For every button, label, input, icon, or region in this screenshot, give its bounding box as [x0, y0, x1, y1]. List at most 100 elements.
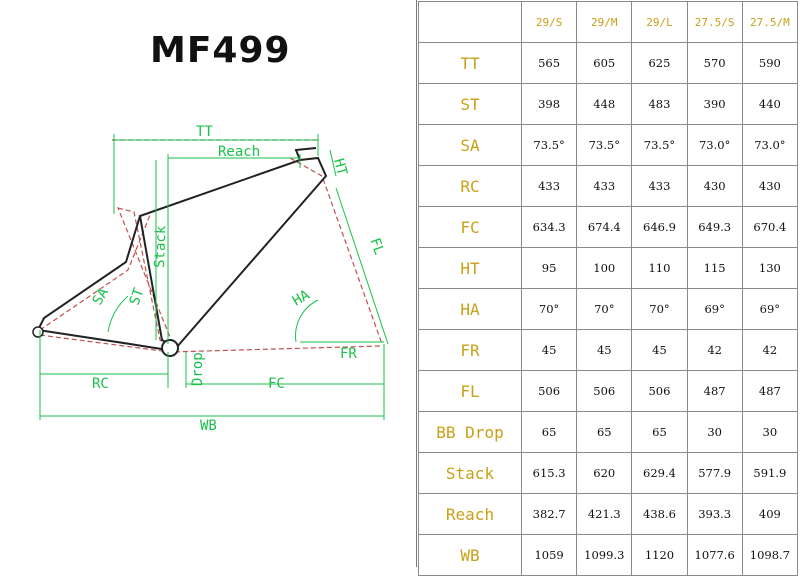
table-cell: 506 — [520, 370, 578, 412]
table-cell: 577.9 — [686, 452, 743, 494]
table-cell: 393.3 — [686, 493, 743, 535]
table-cell: 42 — [741, 329, 799, 371]
row-label: Stack — [418, 452, 522, 494]
table-cell: 646.9 — [631, 206, 688, 248]
table-cell: 591.9 — [741, 452, 799, 494]
row-label: TT — [418, 42, 522, 84]
table-cell: 73.5° — [631, 124, 688, 166]
table-header-row: 29/S 29/M 29/L 27.5/S 27.5/M — [418, 1, 799, 43]
table-cell: 448 — [576, 83, 633, 125]
table-cell: 629.4 — [631, 452, 688, 494]
row-label: Reach — [418, 493, 522, 535]
table-cell: 625 — [631, 42, 688, 84]
table-cell: 95 — [520, 247, 578, 289]
table-cell: 45 — [520, 329, 578, 371]
table-cell: 430 — [686, 165, 743, 207]
table-cell: 421.3 — [576, 493, 633, 535]
table-cell: 1120 — [631, 534, 688, 576]
table-cell: 1059 — [520, 534, 578, 576]
table-cell: 615.3 — [520, 452, 578, 494]
row-label: WB — [418, 534, 522, 576]
table-cell: 382.7 — [520, 493, 578, 535]
table-cell: 605 — [576, 42, 633, 84]
label-wb: WB — [200, 418, 217, 434]
table-cell: 487 — [686, 370, 743, 412]
table-cell: 440 — [741, 83, 799, 125]
column-header: 29/L — [631, 1, 688, 43]
table-cell: 42 — [686, 329, 743, 371]
label-st: ST — [127, 286, 148, 308]
row-label: BB Drop — [418, 411, 522, 453]
table-cell: 674.4 — [576, 206, 633, 248]
row-label: FL — [418, 370, 522, 412]
table-cell: 73.0° — [686, 124, 743, 166]
geometry-diagram-panel: MF499 — [32, 0, 417, 567]
label-ha: HA — [290, 287, 313, 310]
table-cell: 69° — [686, 288, 743, 330]
table-cell: 130 — [741, 247, 799, 289]
rear-dropout-shape — [32, 326, 44, 338]
table-cell: 45 — [576, 329, 633, 371]
table-cell: 487 — [741, 370, 799, 412]
table-cell: 70° — [631, 288, 688, 330]
frame-outline — [39, 139, 383, 354]
table-cell: 30 — [686, 411, 743, 453]
table-cell: 433 — [520, 165, 578, 207]
table-cell: 69° — [741, 288, 799, 330]
table-cell: 506 — [576, 370, 633, 412]
table-cell: 433 — [631, 165, 688, 207]
table-cell: 649.3 — [686, 206, 743, 248]
table-cell: 483 — [631, 83, 688, 125]
table-cell: 65 — [520, 411, 578, 453]
table-cell: 398 — [520, 83, 578, 125]
row-label: FR — [418, 329, 522, 371]
table-cell: 634.3 — [520, 206, 578, 248]
label-stack: Stack — [152, 225, 169, 268]
table-cell: 115 — [686, 247, 743, 289]
table-cell: 100 — [576, 247, 633, 289]
column-header: 29/M — [576, 1, 633, 43]
bottom-bracket-shape — [161, 339, 179, 357]
table-cell: 409 — [741, 493, 799, 535]
table-cell: 506 — [631, 370, 688, 412]
table-cell: 433 — [576, 165, 633, 207]
table-cell: 65 — [576, 411, 633, 453]
table-cell: 430 — [741, 165, 799, 207]
row-label: RC — [418, 165, 522, 207]
table-cell: 1099.3 — [576, 534, 633, 576]
row-label: ST — [418, 83, 522, 125]
frame-geometry-diagram: TT Reach HT Stack FL SA ST HA RC Drop FC… — [32, 124, 389, 434]
table-cell: 620 — [576, 452, 633, 494]
label-ht: HT — [330, 157, 350, 178]
column-header: 29/S — [520, 1, 578, 43]
row-label: FC — [418, 206, 522, 248]
table-cell: 1077.6 — [686, 534, 743, 576]
column-header: 27.5/M — [741, 1, 799, 43]
label-fc: FC — [268, 376, 285, 392]
table-cell: 570 — [686, 42, 743, 84]
row-label: HA — [418, 288, 522, 330]
label-fr: FR — [340, 346, 357, 362]
table-cell: 45 — [631, 329, 688, 371]
row-label: SA — [418, 124, 522, 166]
table-cell: 438.6 — [631, 493, 688, 535]
table-cell: 590 — [741, 42, 799, 84]
label-drop: Drop — [190, 352, 206, 386]
table-cell: 110 — [631, 247, 688, 289]
label-fl: FL — [366, 236, 387, 257]
table-cell: 70° — [576, 288, 633, 330]
label-reach: Reach — [218, 144, 260, 160]
label-sa: SA — [90, 285, 113, 308]
frame-body — [36, 147, 328, 351]
